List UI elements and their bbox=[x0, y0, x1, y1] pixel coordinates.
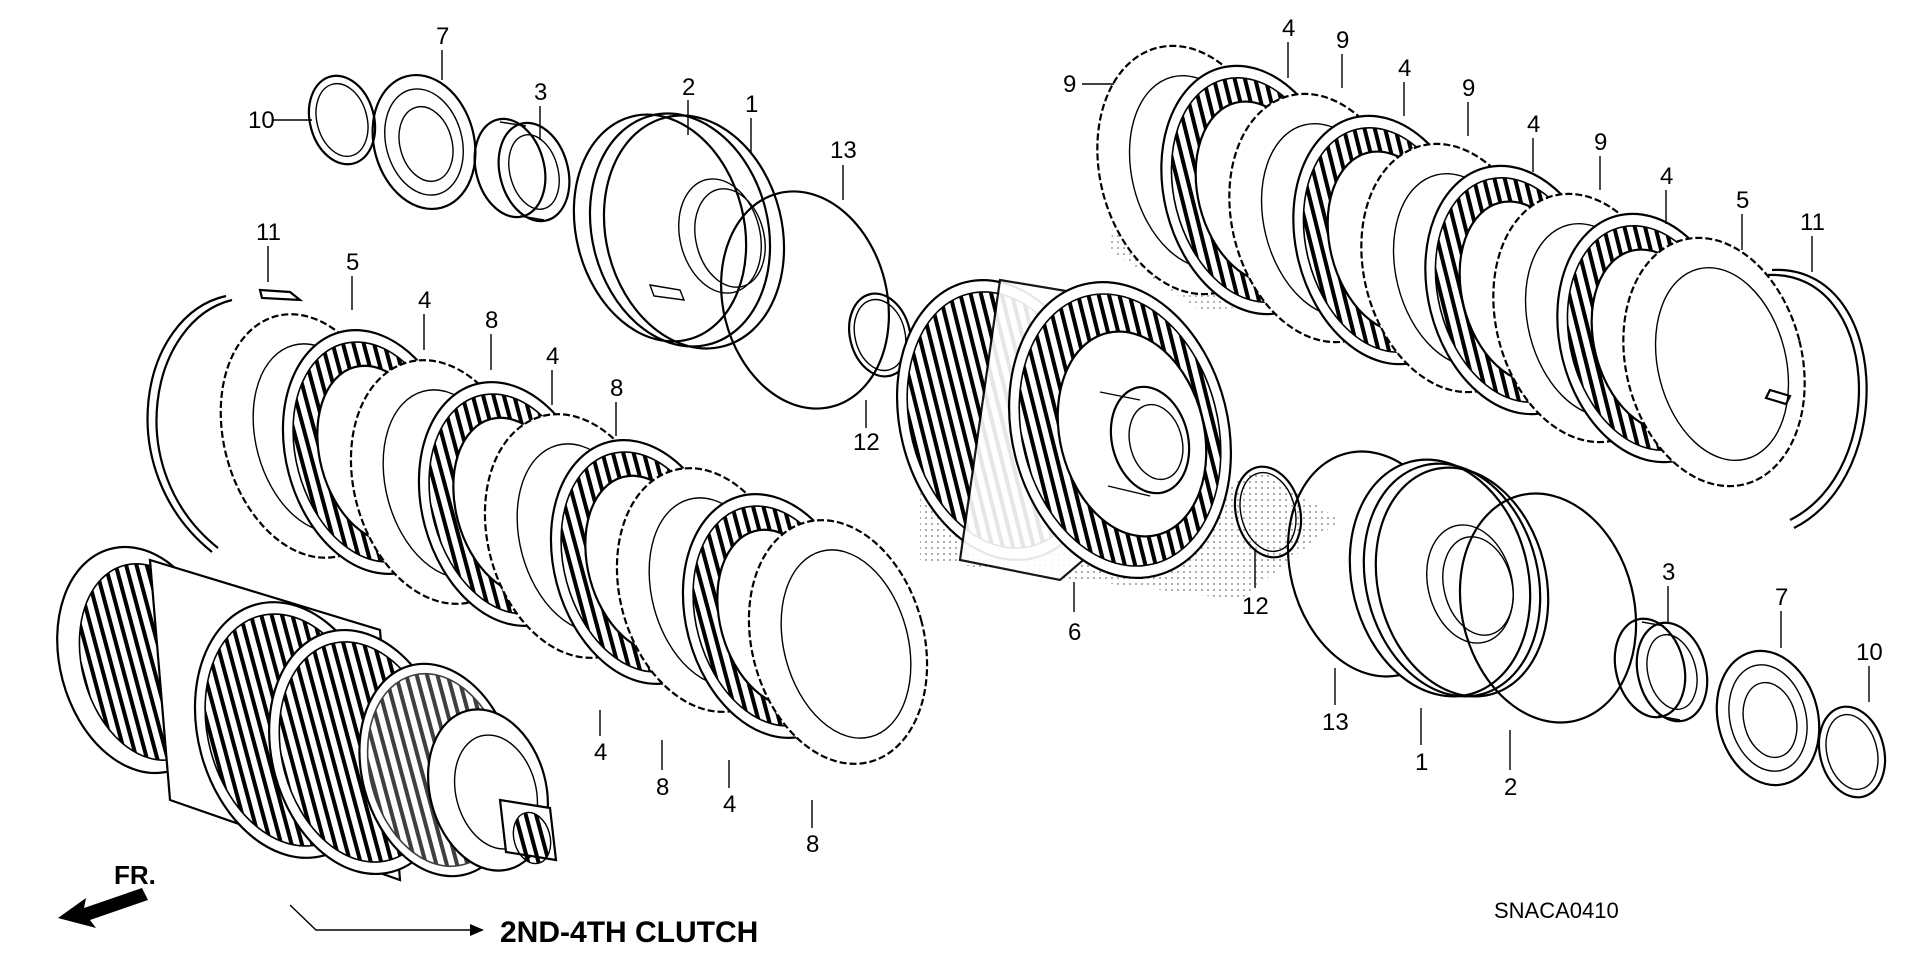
callout-number-c13a: 13 bbox=[830, 137, 857, 164]
callout-number-c8b: 8 bbox=[610, 375, 623, 402]
callout-number-c8c: 8 bbox=[656, 774, 669, 801]
callout-number-c3b: 3 bbox=[1662, 559, 1675, 586]
callout-number-c10a: 10 bbox=[248, 107, 275, 134]
o-ring-13-left bbox=[720, 190, 890, 410]
diagram-caption: 2ND-4TH CLUTCH bbox=[500, 916, 758, 949]
callout-number-c10b: 10 bbox=[1856, 639, 1883, 666]
piston-1-left bbox=[588, 112, 786, 350]
callout-number-c5b: 5 bbox=[1736, 187, 1749, 214]
clutch-drum-6 bbox=[895, 278, 1232, 582]
callout-number-c4b: 4 bbox=[546, 343, 559, 370]
callout-number-c9d: 9 bbox=[1594, 129, 1607, 156]
snap-ring-10-right bbox=[1817, 705, 1887, 799]
callout-number-c6: 6 bbox=[1068, 619, 1081, 646]
piston-1-right bbox=[1348, 458, 1550, 698]
callout-number-c4a: 4 bbox=[418, 287, 431, 314]
clutch-plate-8-d bbox=[747, 519, 929, 765]
callout-number-c2a: 2 bbox=[682, 74, 695, 101]
front-direction-arrow bbox=[58, 888, 148, 928]
drawing-code: SNACA0410 bbox=[1494, 898, 1619, 923]
front-label: FR. bbox=[114, 860, 156, 890]
callout-number-c11a: 11 bbox=[256, 219, 281, 246]
callout-number-c9b: 9 bbox=[1336, 27, 1349, 54]
snap-ring-10-left bbox=[307, 74, 377, 166]
callout-number-c1b: 1 bbox=[1415, 749, 1428, 776]
caption-arrow bbox=[289, 904, 484, 936]
end-plate-5-right bbox=[1622, 236, 1806, 488]
o-ring-2-left bbox=[572, 113, 748, 343]
callout-number-c4g: 4 bbox=[1527, 111, 1540, 138]
callout-number-c9a: 9 bbox=[1063, 71, 1076, 98]
callout-number-c12a: 12 bbox=[853, 429, 880, 456]
snap-ring-11-left bbox=[146, 288, 304, 553]
callout-number-c4f: 4 bbox=[1398, 55, 1411, 82]
snap-ring-11-right bbox=[1764, 268, 1868, 529]
callout-number-c2b: 2 bbox=[1504, 774, 1517, 801]
clutch-drum-gear-assembly bbox=[56, 545, 558, 882]
spring-plate-7-right bbox=[1715, 649, 1821, 787]
callout-number-c8a: 8 bbox=[485, 307, 498, 334]
callout-number-c7a: 7 bbox=[436, 23, 449, 50]
callout-number-c13b: 13 bbox=[1322, 709, 1349, 736]
return-spring-3-left bbox=[473, 117, 571, 223]
spring-plate-7-left bbox=[371, 73, 477, 211]
callout-number-c5a: 5 bbox=[346, 249, 359, 276]
callout-number-c3a: 3 bbox=[534, 79, 547, 106]
callout-number-c4e: 4 bbox=[1282, 15, 1295, 42]
callout-number-c12b: 12 bbox=[1242, 593, 1269, 620]
callout-number-c4d: 4 bbox=[723, 791, 736, 818]
callout-number-c7b: 7 bbox=[1775, 584, 1788, 611]
callout-number-c1a: 1 bbox=[745, 91, 758, 118]
callout-number-c9c: 9 bbox=[1462, 75, 1475, 102]
callout-number-c8d: 8 bbox=[806, 831, 819, 858]
o-ring-12-left bbox=[848, 292, 912, 378]
o-ring-2-right bbox=[1458, 492, 1638, 724]
callout-number-c4c: 4 bbox=[594, 739, 607, 766]
return-spring-3-right bbox=[1613, 617, 1709, 723]
callout-number-c4h: 4 bbox=[1660, 163, 1673, 190]
callout-number-c11b: 11 bbox=[1800, 209, 1825, 236]
